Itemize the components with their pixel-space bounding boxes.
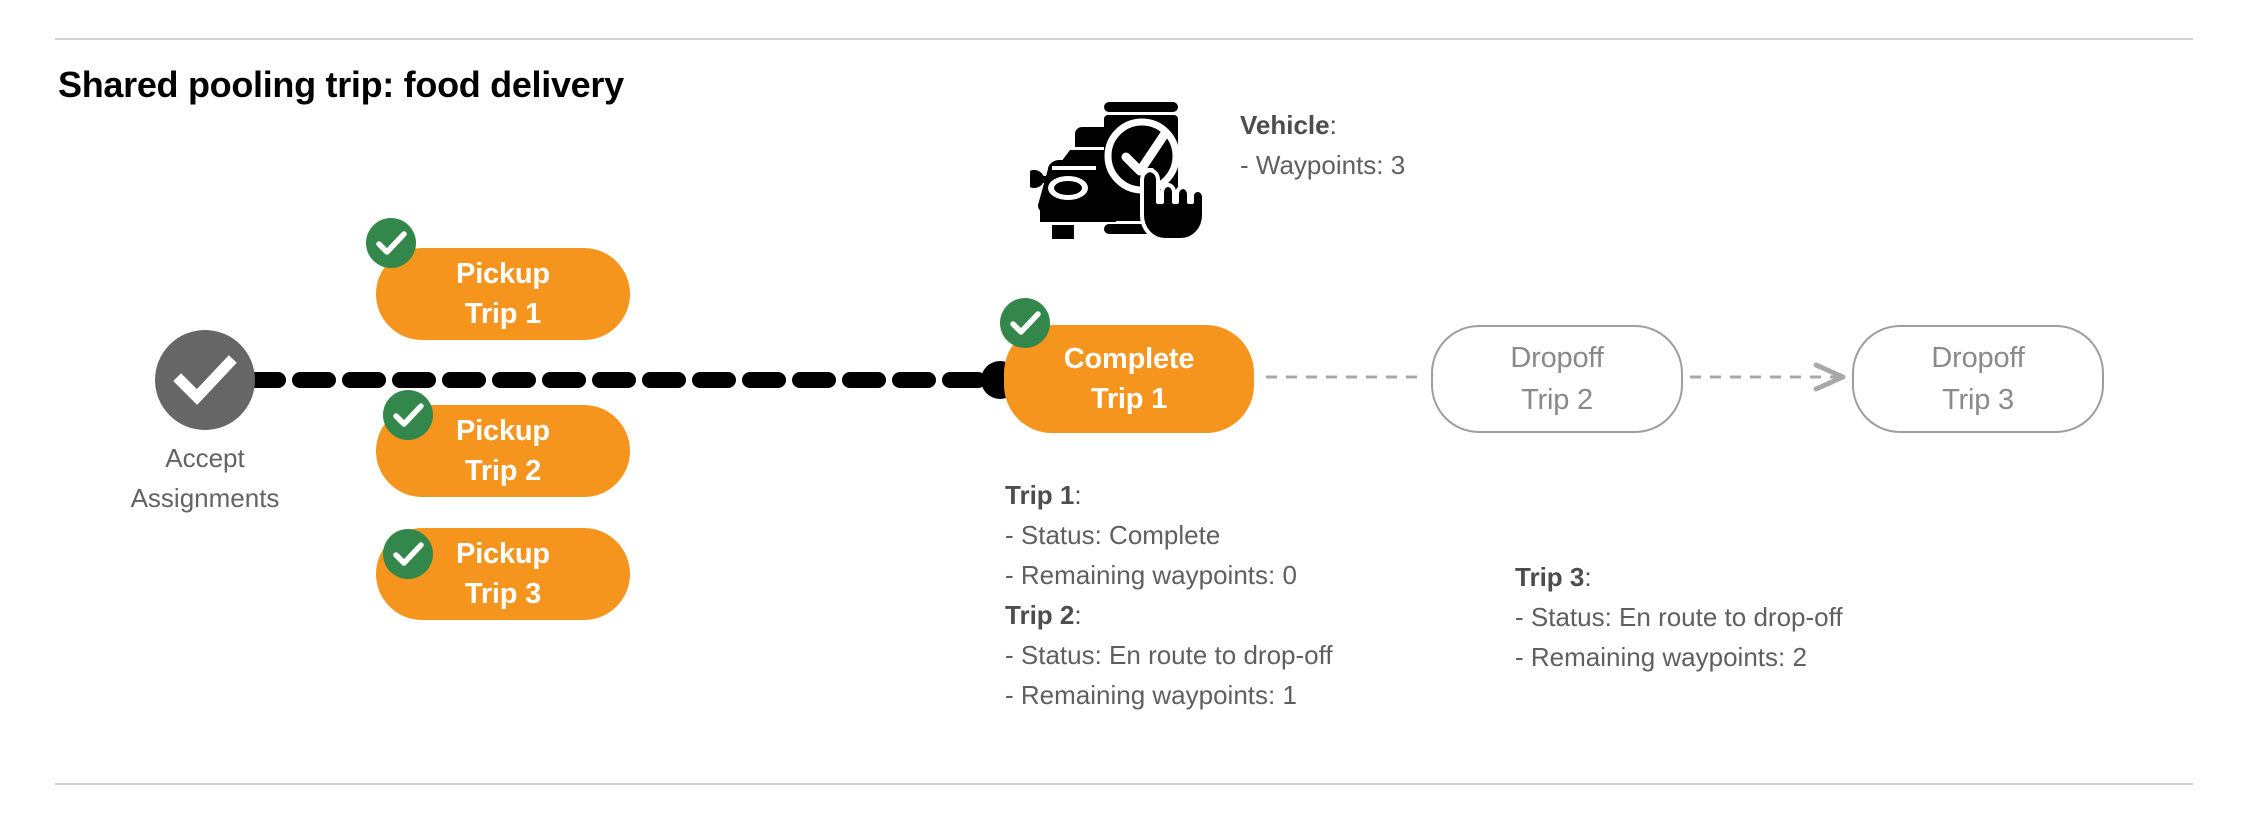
node-dropoff-trip-2-line1: Dropoff xyxy=(1510,342,1604,374)
trip-1-heading-text: Trip 1 xyxy=(1005,480,1075,510)
node-dropoff-trip-2-line2: Trip 2 xyxy=(1521,384,1593,416)
car-phone-check-icon xyxy=(1025,88,1206,248)
check-badge-icon-pickup-2 xyxy=(383,390,433,440)
trip-2-heading-text: Trip 2 xyxy=(1005,600,1075,630)
trip-1-heading: Trip 1: xyxy=(1005,475,1333,515)
vehicle-heading-colon: : xyxy=(1329,110,1337,140)
node-dropoff-trip-3-line1: Dropoff xyxy=(1931,342,2025,374)
trip-2-heading-colon: : xyxy=(1074,600,1082,630)
accept-assignments-node[interactable]: Accept Assignments xyxy=(131,330,279,513)
page-title: Shared pooling trip: food delivery xyxy=(58,64,624,105)
check-badge-icon-complete-1 xyxy=(1000,298,1050,348)
divider-top xyxy=(55,38,2193,40)
vehicle-waypoints-line: - Waypoints: 3 xyxy=(1240,150,1406,180)
node-dropoff-trip-2[interactable]: Dropoff Trip 2 xyxy=(1431,325,1683,433)
check-badge-icon-pickup-3 xyxy=(383,529,433,579)
node-pickup-trip-1-line1: Pickup xyxy=(456,258,550,290)
trip-1-status-line: - Status: Complete xyxy=(1005,520,1221,550)
vehicle-heading-text: Vehicle xyxy=(1240,110,1330,140)
trip-2-heading: Trip 2: xyxy=(1005,595,1333,635)
trip-2-waypoints-line: - Remaining waypoints: 1 xyxy=(1005,680,1297,710)
trip-3-heading: Trip 3: xyxy=(1515,557,1843,597)
node-dropoff-trip-3[interactable]: Dropoff Trip 3 xyxy=(1852,325,2104,433)
check-badge-icon-pickup-1 xyxy=(366,218,416,268)
trip-3-status-line: - Status: En route to drop-off xyxy=(1515,602,1843,632)
accept-assignments-label: Accept Assignments xyxy=(93,438,317,518)
node-pickup-trip-3-line1: Pickup xyxy=(456,538,550,570)
node-pickup-trip-2-line1: Pickup xyxy=(456,415,550,447)
node-dropoff-trip-3-line2: Trip 3 xyxy=(1942,384,2014,416)
trip-2-status-line: - Status: En route to drop-off xyxy=(1005,640,1333,670)
accept-label-line2: Assignments xyxy=(130,483,280,513)
trip-1-heading-colon: : xyxy=(1074,480,1082,510)
trip-details-block-right: Trip 3: - Status: En route to drop-off -… xyxy=(1515,557,1843,677)
divider-bottom xyxy=(55,783,2193,785)
accept-label-line1: Accept xyxy=(165,443,245,473)
node-complete-trip-1-line1: Complete xyxy=(1063,343,1195,375)
vehicle-info-block: Vehicle: - Waypoints: 3 xyxy=(1240,105,1405,185)
trip-details-block-left: Trip 1: - Status: Complete - Remaining w… xyxy=(1005,475,1333,715)
trip-1-waypoints-line: - Remaining waypoints: 0 xyxy=(1005,560,1297,590)
vehicle-info-heading: Vehicle: xyxy=(1240,105,1405,145)
node-complete-trip-1[interactable]: Complete Trip 1 xyxy=(1004,325,1254,433)
trip-3-waypoints-line: - Remaining waypoints: 2 xyxy=(1515,642,1807,672)
node-pickup-trip-1-line2: Trip 1 xyxy=(464,298,542,330)
trip-3-heading-colon: : xyxy=(1584,562,1592,592)
trip-3-heading-text: Trip 3 xyxy=(1515,562,1585,592)
node-pickup-trip-3-line2: Trip 3 xyxy=(464,578,542,610)
node-complete-trip-1-line2: Trip 1 xyxy=(1090,383,1168,415)
node-pickup-trip-2-line2: Trip 2 xyxy=(464,455,542,487)
node-pickup-trip-1[interactable]: Pickup Trip 1 xyxy=(376,248,630,340)
check-circle-icon xyxy=(155,330,255,430)
